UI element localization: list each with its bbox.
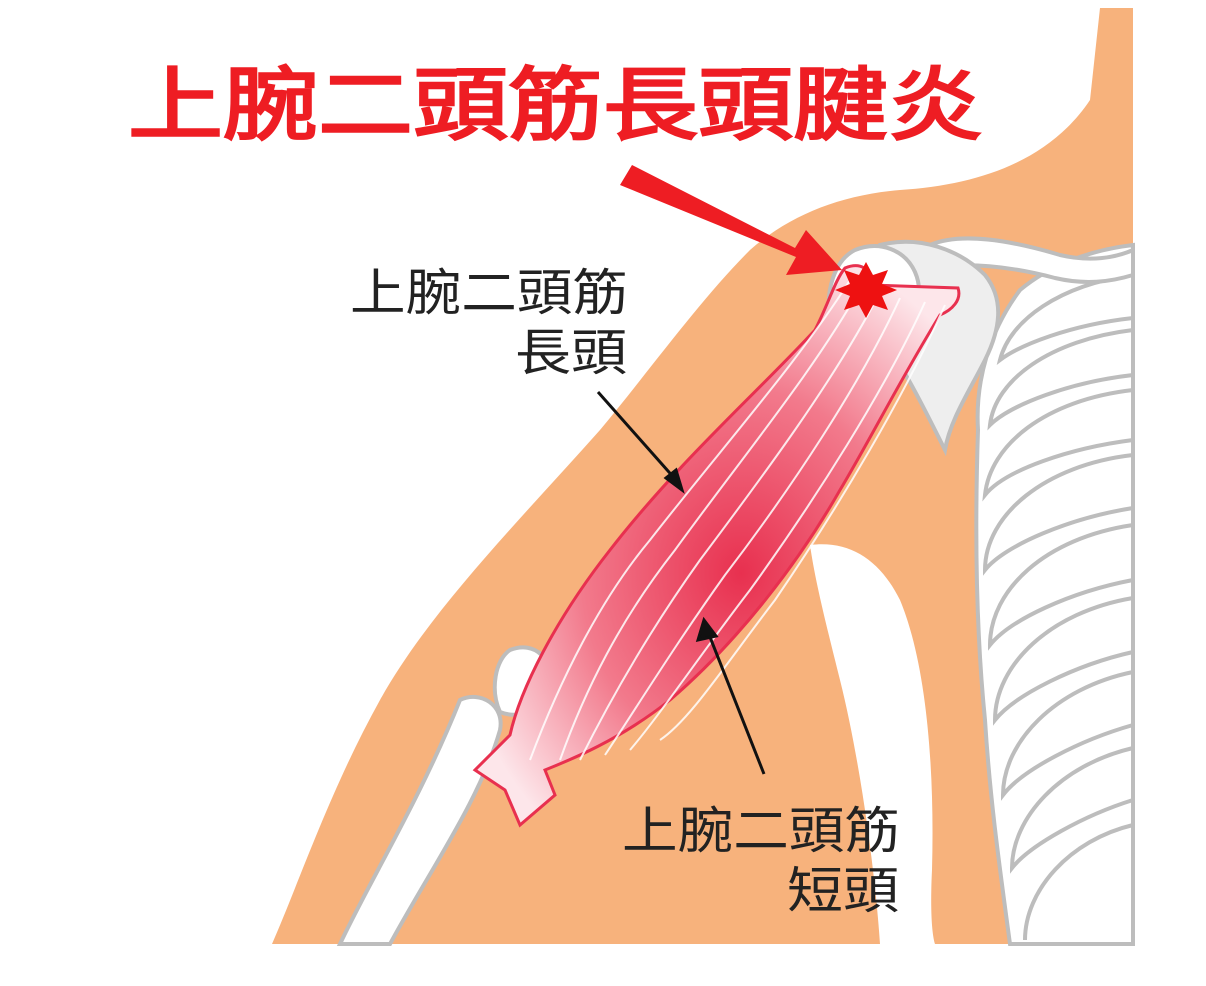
pointer-lines [596,391,766,775]
short-head-label-line2: 短頭 [787,862,899,920]
clavicle [927,236,1135,284]
long-head-label-line1: 上腕二頭筋 [350,264,628,322]
short-head-label-line1: 上腕二頭筋 [622,802,900,860]
ribcage [974,242,1135,946]
inflammation-burst-icon [835,262,897,318]
diagram-title: 上腕二頭筋長頭腱炎 [128,59,983,152]
long-head-pointer-head [663,467,685,494]
long-head-label-line2: 長頭 [515,324,627,382]
armpit-gap [810,544,935,944]
long-head-pointer [596,391,678,481]
muscle-fibers [529,279,946,761]
title-arrow [620,165,842,275]
short-head-pointer-head [695,616,719,643]
short-head-pointer [706,631,766,775]
